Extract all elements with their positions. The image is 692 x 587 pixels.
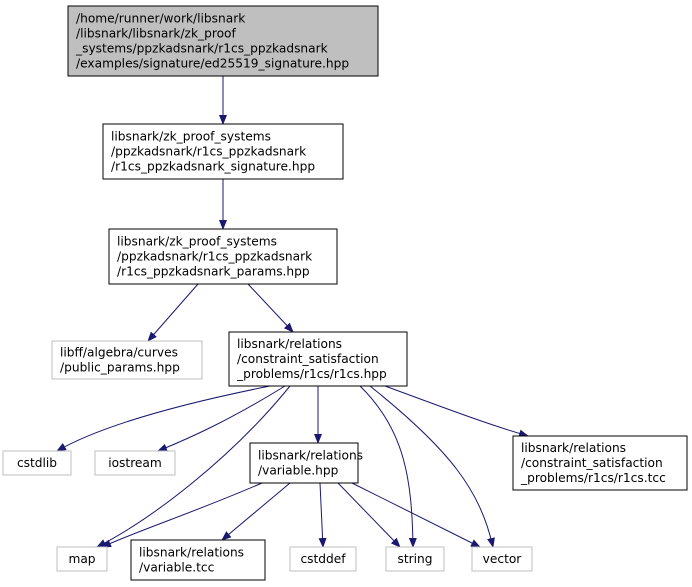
node-r1cs_ppzkadsnark_signature[interactable]: libsnark/zk_proof_systems/ppzkadsnark/r1… [102,123,344,180]
node-box [228,331,408,387]
node-box [94,450,176,476]
node-label-line: /constraint_satisfaction [237,352,379,366]
edge-r1cs_ppzkadsnark_params-to-public_params [147,283,199,342]
node-map[interactable]: map [56,546,108,572]
node-box [471,546,533,572]
edge-variable_hpp-to-map [101,482,263,548]
node-box [249,442,359,484]
node-label-line: libsnark/zk_proof_systems [117,235,277,249]
node-label-line: iostream [108,456,162,470]
node-label-line: string [398,552,433,566]
node-label-line: /public_params.hpp [60,361,180,375]
edge-r1cs_hpp-to-string [359,385,417,548]
node-cstdlib[interactable]: cstdlib [2,450,72,476]
edge-variable_hpp-to-vector [351,482,481,548]
edge-variable_hpp-to-string [337,482,401,548]
node-box [56,546,108,572]
node-label-line: /variable.hpp [258,464,339,478]
node-box [385,546,445,572]
node-label-line: libsnark/zk_proof_systems [111,130,271,144]
node-label-line: /r1cs_ppzkadsnark_signature.hpp [111,160,315,174]
node-label-line: /examples/signature/ed25519_signature.hp… [76,57,349,71]
node-label-line: libff/algebra/curves [60,346,178,360]
edge-r1cs_hpp-to-r1cs_tcc [384,385,529,438]
node-r1cs_ppzkadsnark_params[interactable]: libsnark/zk_proof_systems/ppzkadsnark/r1… [108,228,338,285]
nodes-layer: /home/runner/work/libsnark/libsnark/libs… [2,5,688,581]
edge-r1cs_hpp-to-iostream [157,385,286,452]
node-box [102,123,344,180]
node-label-line: /ppzkadsnark/r1cs_ppzkadsnark [117,250,313,264]
edge-variable_hpp-to-variable_tcc [221,482,291,541]
node-string[interactable]: string [385,546,445,572]
node-label-line: cstddef [300,552,346,566]
edge-r1cs_ppzkadsnark_params-to-r1cs_hpp [247,283,294,333]
edge-variable_hpp-to-cstddef [318,482,327,548]
node-label-line: /r1cs_ppzkadsnark_params.hpp [117,265,310,279]
node-box [512,435,688,491]
node-label-line: /variable.tcc [139,561,214,575]
node-label-line: /home/runner/work/libsnark [76,12,246,26]
node-box [289,546,357,572]
node-box [2,450,72,476]
node-iostream[interactable]: iostream [94,450,176,476]
node-variable_hpp[interactable]: libsnark/relations/variable.hpp [249,442,363,484]
node-box [130,539,266,581]
node-label-line: libsnark/relations [139,546,244,560]
node-label-line: map [68,552,95,566]
node-cstddef[interactable]: cstddef [289,546,357,572]
node-label-line: vector [483,552,523,566]
node-label-line: cstdlib [17,456,57,470]
node-label-line: libsnark/relations [258,449,363,463]
node-label-line: /libsnark/libsnark/zk_proof [76,27,236,41]
node-vector[interactable]: vector [471,546,533,572]
node-r1cs_tcc[interactable]: libsnark/relations/constraint_satisfacti… [512,435,688,491]
node-label-line: libsnark/relations [237,337,342,351]
edge-r1cs_hpp-to-vector [369,385,495,548]
node-label-line: libsnark/relations [521,441,626,455]
node-label-line: /ppzkadsnark/r1cs_ppzkadsnark [111,145,307,159]
node-box [67,5,379,77]
edge-r1cs_hpp-to-cstdlib [56,385,271,452]
node-label-line: /constraint_satisfaction [521,456,663,470]
edges-layer [56,76,529,548]
node-label-line: _problems/r1cs/r1cs.tcc [520,471,666,485]
node-variable_tcc[interactable]: libsnark/relations/variable.tcc [130,539,266,581]
node-label-line: _problems/r1cs/r1cs.hpp [236,367,387,381]
node-public_params[interactable]: libff/algebra/curves/public_params.hpp [51,340,203,380]
node-box [51,340,203,380]
node-label-line: _systems/ppzkadsnark/r1cs_ppzkadsnark [75,42,329,56]
node-box [108,228,338,285]
edge-r1cs_hpp-to-map [96,385,291,548]
node-ed25519_signature[interactable]: /home/runner/work/libsnark/libsnark/libs… [67,5,379,77]
node-r1cs_hpp[interactable]: libsnark/relations/constraint_satisfacti… [228,331,408,387]
